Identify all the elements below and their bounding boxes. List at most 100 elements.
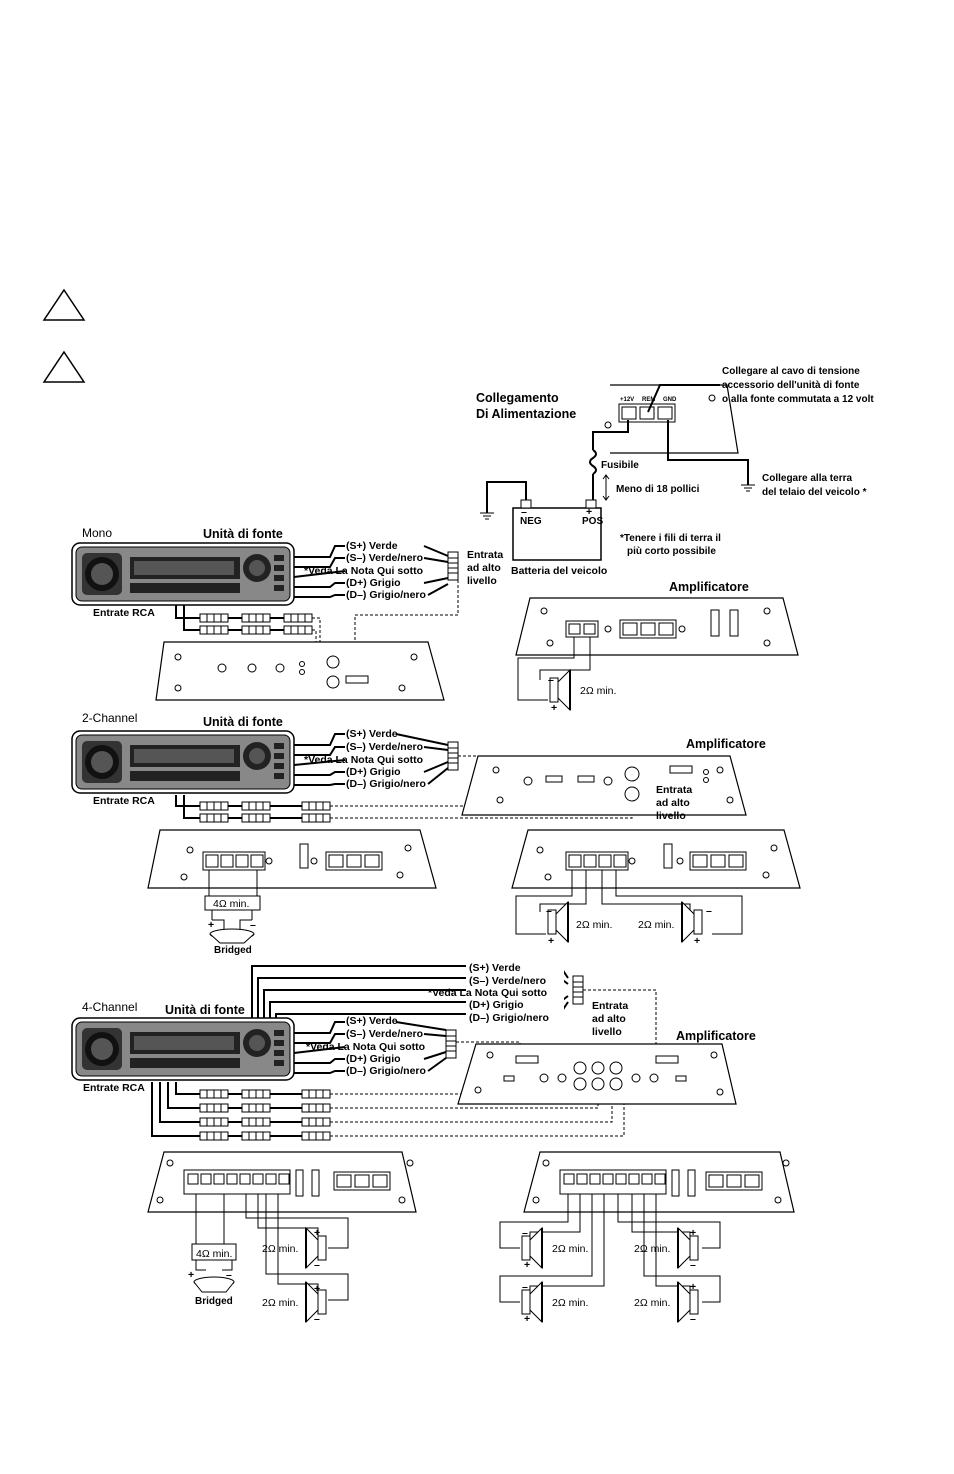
mono-ohm-label: 2Ω min. <box>580 685 616 697</box>
two-channel-r-plus: + <box>694 935 700 947</box>
four-channel-wire-d-plus: (D+) Grigio <box>346 1053 401 1065</box>
terminal-12v-label: +12V <box>620 397 634 403</box>
mono-head-unit <box>71 542 295 606</box>
two-channel-head-unit <box>71 730 295 794</box>
four-channel-high-level-2: ad alto <box>592 1013 626 1025</box>
mono-spk-minus: – <box>548 674 554 686</box>
two-channel-head-unit-label: Unità di fonte <box>203 715 283 729</box>
battery-plus: + <box>586 506 592 518</box>
mono-high-level-1: Entrata <box>467 549 503 561</box>
four-channel-sp2-minus: – <box>522 1281 528 1293</box>
four-channel-wire-s-minus: (S–) Verde/nero <box>346 1028 423 1040</box>
two-channel-wire-d-plus: (D+) Grigio <box>346 766 401 778</box>
four-channel-wire-s-plus: (S+) Verde <box>346 1015 398 1027</box>
four-channel-head-unit <box>71 1017 295 1081</box>
two-channel-rca-label: Entrate RCA <box>93 795 155 807</box>
four-channel-bridged-minus: – <box>226 1269 232 1281</box>
warning-icon <box>42 288 86 321</box>
four-channel-top-wire-s-minus: (S–) Verde/nero <box>469 975 546 987</box>
four-channel-top-wire-note: *Veda La Nota Qui sotto <box>428 987 547 999</box>
four-channel-sp4-minus: – <box>690 1313 696 1325</box>
four-channel-sp3-minus: – <box>690 1259 696 1271</box>
fuse-label: Fusibile <box>601 460 639 471</box>
battery-minus: – <box>521 506 527 518</box>
two-channel-r-minus: – <box>706 905 712 917</box>
four-channel-bridged-ohm: 4Ω min. <box>196 1248 232 1260</box>
two-channel-wire-s-minus: (S–) Verde/nero <box>346 741 423 753</box>
mono-head-unit-label: Unità di fonte <box>203 527 283 541</box>
four-channel-section: (S+) Verde (S–) Verde/nero *Veda La Nota… <box>71 959 795 1325</box>
mono-wire-d-plus: (D+) Grigio <box>346 577 401 589</box>
two-channel-l-plus: + <box>548 935 554 947</box>
four-channel-amp-label: Amplificatore <box>676 1029 756 1043</box>
two-channel-bridged-ohm: 4Ω min. <box>213 898 249 910</box>
four-channel-label: 4-Channel <box>82 1000 137 1014</box>
four-channel-bridged-label: Bridged <box>195 1296 233 1307</box>
two-channel-bridged-label: Bridged <box>214 945 252 956</box>
mono-label: Mono <box>82 526 112 540</box>
ground-note-1: *Tenere i fili di terra il <box>620 533 721 544</box>
four-channel-lf-minus: – <box>314 1259 320 1271</box>
mono-wire-s-plus: (S+) Verde <box>346 540 398 552</box>
four-channel-top-wire-d-plus: (D+) Grigio <box>469 999 524 1011</box>
four-channel-rr-ohm-right: 2Ω min. <box>634 1297 670 1309</box>
two-channel-high-level-2: ad alto <box>656 797 690 809</box>
two-channel-left-ohm: 2Ω min. <box>576 919 612 931</box>
four-channel-head-unit-label: Unità di fonte <box>165 1003 245 1017</box>
two-channel-amp-label: Amplificatore <box>686 737 766 751</box>
two-channel-right-ohm: 2Ω min. <box>638 919 674 931</box>
four-channel-rf-ohm-right: 2Ω min. <box>634 1243 670 1255</box>
mono-wire-s-minus: (S–) Verde/nero <box>346 552 423 564</box>
rem-note-3: o alla fonte commutata a 12 volt <box>722 394 874 405</box>
two-channel-bridged-minus: – <box>250 919 256 931</box>
mono-wire-note: *Veda La Nota Qui sotto <box>304 565 423 577</box>
four-channel-left-front-ohm: 2Ω min. <box>262 1243 298 1255</box>
mono-wire-d-minus: (D–) Grigio/nero <box>346 589 426 601</box>
rem-note-2: accessorio dell'unità di fonte <box>722 380 860 391</box>
four-channel-wire-d-minus: (D–) Grigio/nero <box>346 1065 426 1077</box>
four-channel-rf-ohm-left: 2Ω min. <box>552 1243 588 1255</box>
four-channel-lr-minus: – <box>314 1313 320 1325</box>
power-connection: Collegamento Di Alimentazione +12V REM G… <box>476 366 874 577</box>
four-channel-sp1-plus: + <box>524 1259 530 1271</box>
two-channel-high-level-3: livello <box>656 810 686 822</box>
two-channel-high-level-1: Entrata <box>656 784 692 796</box>
four-channel-sp4-plus: + <box>690 1281 696 1293</box>
mono-rca-label: Entrate RCA <box>93 607 155 619</box>
four-channel-wire-note: *Veda La Nota Qui sotto <box>306 1041 425 1053</box>
four-channel-rca-label: Entrate RCA <box>83 1082 145 1094</box>
four-channel-top-wire-s-plus: (S+) Verde <box>469 962 521 974</box>
gnd-note-2: del telaio del veicolo * <box>762 487 867 498</box>
battery-pos-label: POS <box>582 516 603 527</box>
battery-label: Batteria del veicolo <box>511 565 607 577</box>
ground-note-2: più corto possibile <box>627 546 716 557</box>
mono-high-level-2: ad alto <box>467 562 501 574</box>
mono-high-level-3: livello <box>467 575 497 587</box>
four-channel-bridged-plus: + <box>188 1269 194 1281</box>
two-channel-label: 2-Channel <box>82 711 137 725</box>
mono-section: Mono Unità di fonte Entrate RCA (S+) Ver… <box>71 526 799 714</box>
mono-amp-label: Amplificatore <box>669 580 749 594</box>
four-channel-lf-plus: + <box>314 1227 320 1239</box>
mono-spk-plus: + <box>551 702 557 714</box>
battery-neg-label: NEG <box>520 516 542 527</box>
two-channel-bridged-plus: + <box>208 919 214 931</box>
two-channel-wire-note: *Veda La Nota Qui sotto <box>304 754 423 766</box>
distance-label: Meno di 18 pollici <box>616 484 700 495</box>
rem-note-1: Collegare al cavo di tensione <box>722 366 860 377</box>
four-channel-top-wire-d-minus: (D–) Grigio/nero <box>469 1012 549 1024</box>
two-channel-wire-d-minus: (D–) Grigio/nero <box>346 778 426 790</box>
power-title-line1: Collegamento <box>476 391 559 405</box>
four-channel-rr-ohm-left: 2Ω min. <box>552 1297 588 1309</box>
two-channel-section: 2-Channel Unità di fonte Entrate RCA (S+… <box>71 711 801 956</box>
warning-icon <box>42 350 86 383</box>
two-channel-l-minus: – <box>546 905 552 917</box>
four-channel-left-rear-ohm: 2Ω min. <box>262 1297 298 1309</box>
four-channel-sp1-minus: – <box>522 1227 528 1239</box>
four-channel-high-level-1: Entrata <box>592 1000 628 1012</box>
four-channel-lr-plus: + <box>314 1283 320 1295</box>
four-channel-sp3-plus: + <box>690 1227 696 1239</box>
power-title-line2: Di Alimentazione <box>476 407 576 421</box>
gnd-note-1: Collegare alla terra <box>762 473 852 484</box>
